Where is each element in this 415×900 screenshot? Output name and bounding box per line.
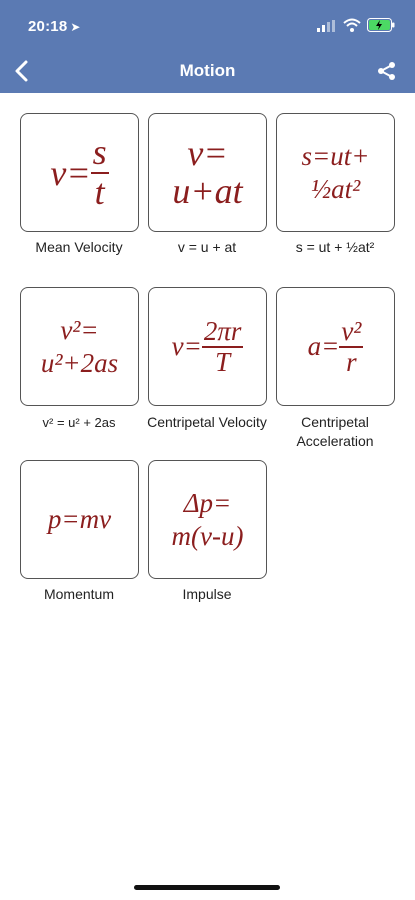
formula-text: Δp= m(v-u) [171, 488, 244, 551]
formula-card-v-u-at[interactable]: v= u+at [148, 113, 267, 232]
header: 20:18➤ Motion [0, 0, 415, 93]
formula-text: v= [50, 152, 91, 193]
status-time: 20:18➤ [28, 18, 81, 35]
formula-card-v2-u2[interactable]: v²= u²+2as [20, 287, 139, 406]
wifi-icon [343, 18, 361, 32]
card-caption: Centripetal Acceleration [296, 414, 374, 449]
formula-text: p=mv [47, 504, 112, 534]
card-caption: Impulse [182, 586, 232, 602]
card-caption: Mean Velocity [35, 239, 123, 255]
nav-bar: Motion [0, 50, 415, 93]
formula-text: v²= u²+2as [40, 315, 119, 378]
card-caption: Momentum [43, 586, 115, 602]
formula-text: a= [307, 331, 340, 361]
back-chevron-icon[interactable] [10, 58, 34, 84]
card-caption: s = ut + ½at² [295, 239, 375, 255]
card-caption: v² = u² + 2as [42, 415, 116, 430]
card-caption: v = u + at [177, 239, 237, 255]
formula-card-momentum[interactable]: p=mv [20, 460, 139, 579]
page-title: Motion [179, 61, 236, 80]
card-caption: Centripetal Velocity [147, 414, 267, 430]
share-icon[interactable] [377, 61, 397, 81]
home-indicator[interactable] [134, 885, 280, 890]
formula-text: v= u+at [172, 132, 243, 211]
formula-text: s=ut+ ½at² [301, 141, 370, 204]
formula-text: v= [171, 331, 202, 361]
location-arrow-icon: ➤ [70, 20, 81, 34]
status-bar: 20:18➤ [0, 0, 415, 50]
battery-charging-icon [367, 18, 395, 32]
formula-card-s-ut[interactable]: s=ut+ ½at² [276, 113, 395, 232]
signal-icon [317, 20, 335, 32]
formula-card-impulse[interactable]: Δp= m(v-u) [148, 460, 267, 579]
